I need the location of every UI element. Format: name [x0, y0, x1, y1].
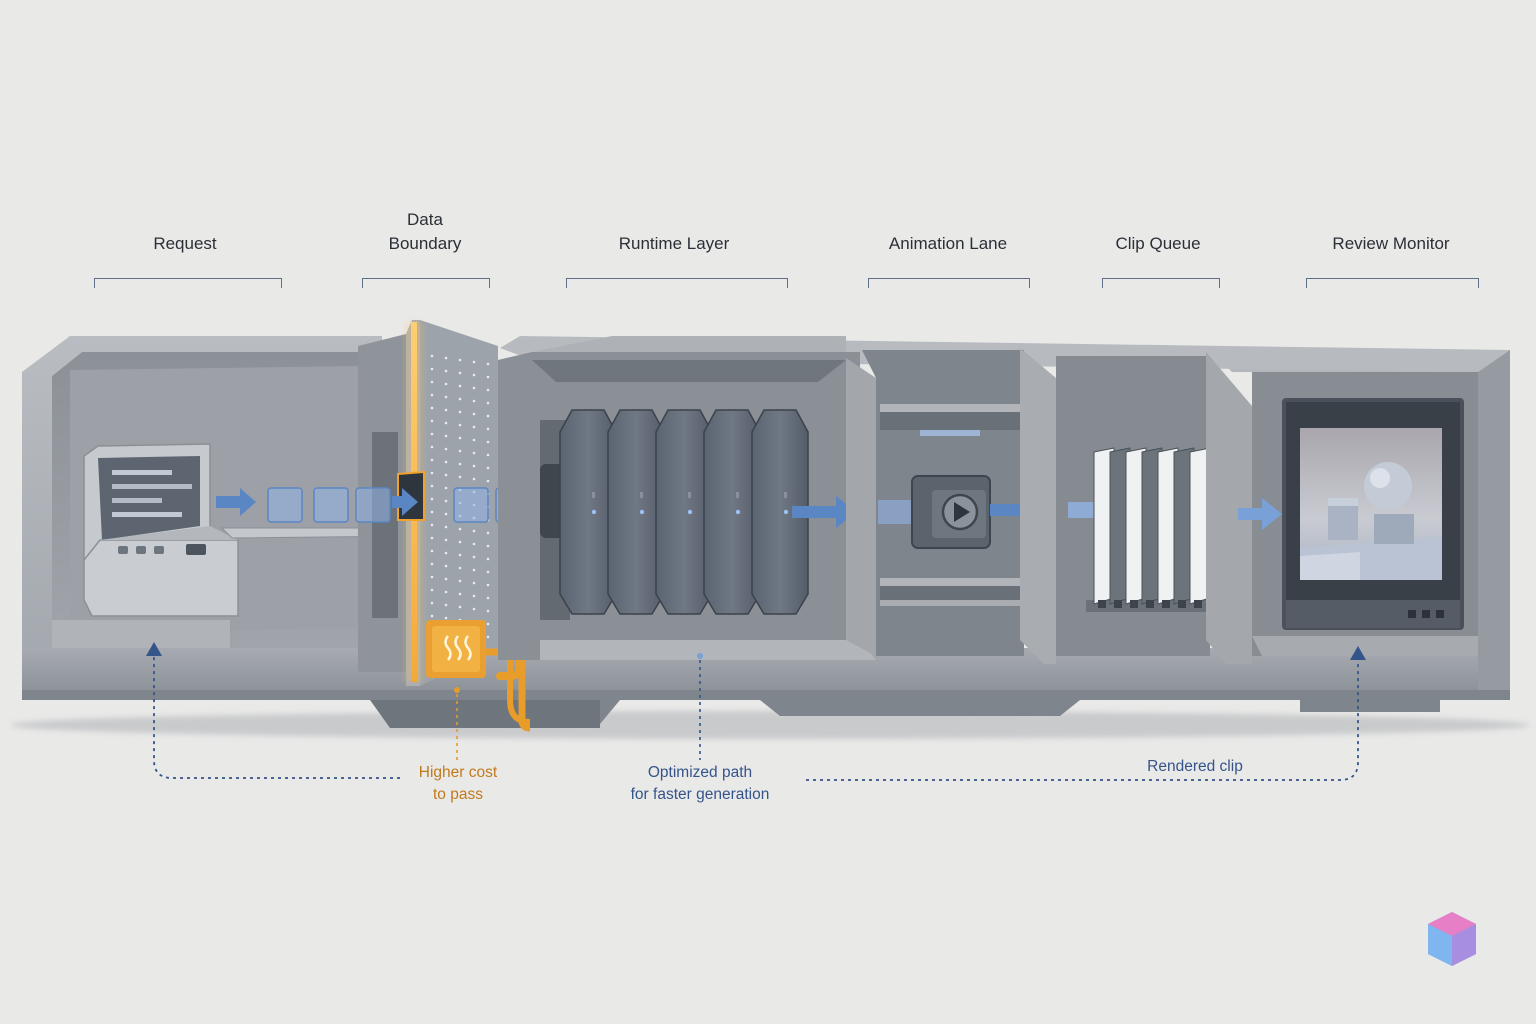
monitor-icon	[1282, 398, 1464, 630]
animation-lane-bay	[846, 348, 1056, 664]
annotation-optimized-path: Optimized path for faster generation	[600, 762, 800, 806]
review-monitor-bay	[1238, 372, 1478, 656]
ground-shadow	[10, 711, 1530, 739]
annotation-rendered-clip: Rendered clip	[1125, 756, 1265, 778]
runtime-layer-bay	[498, 336, 876, 660]
logo-cube-icon	[1428, 912, 1476, 966]
play-icon	[912, 476, 990, 548]
annotation-higher-cost: Higher cost to pass	[398, 762, 518, 806]
clip-queue-bay	[1056, 352, 1252, 664]
